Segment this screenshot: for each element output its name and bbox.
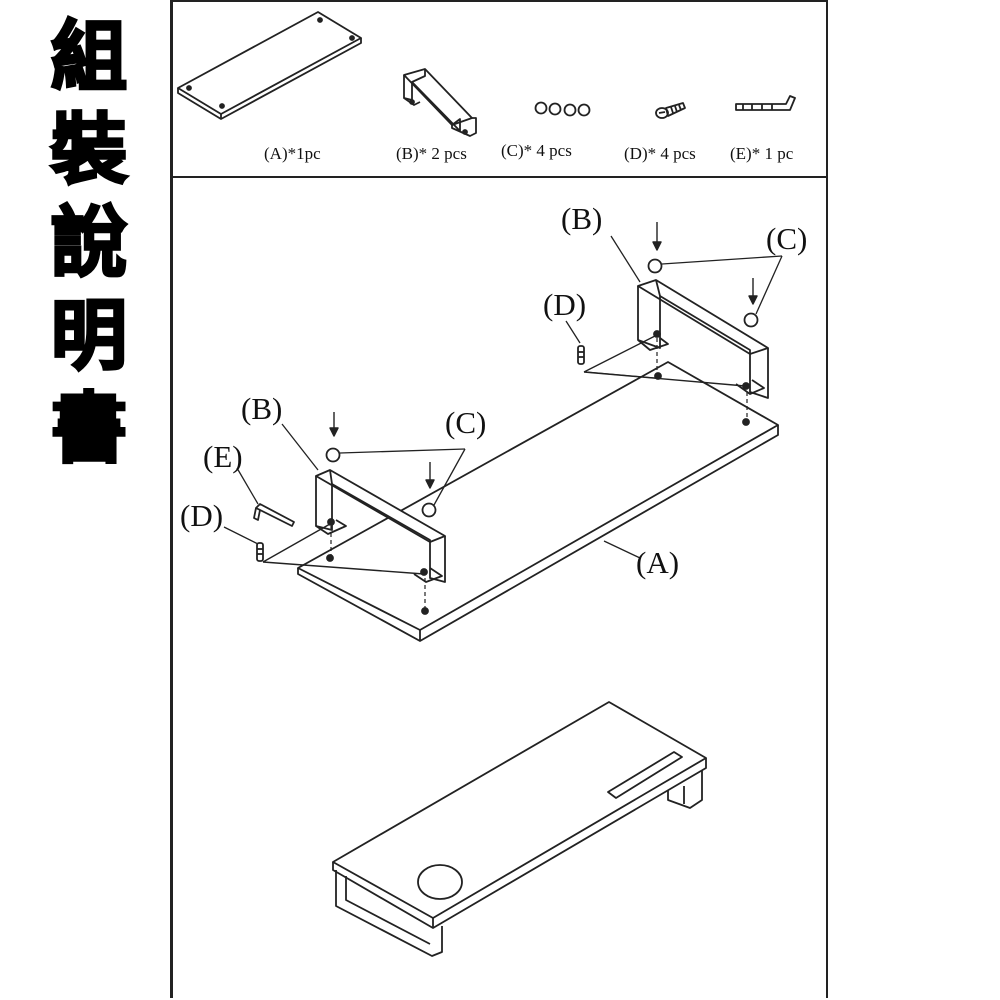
- right-bracket-b: [637, 279, 769, 399]
- hex-key-e-icon: [253, 503, 295, 527]
- part-c-label: (C)* 4 pcs: [501, 141, 572, 160]
- part-c-washers-icon: [534, 101, 591, 117]
- callout-a-board: (A): [636, 545, 680, 580]
- part-b-label: (B)* 2 pcs: [396, 144, 467, 163]
- callout-e-left: (E): [203, 439, 243, 474]
- callout-b-left: (B): [241, 391, 283, 426]
- left-washers-c: [325, 447, 437, 518]
- part-a-label: (A)*1pc: [264, 144, 321, 163]
- finished-stand: [332, 701, 707, 957]
- callout-d-right: (D): [543, 287, 587, 322]
- board-a-shape: [297, 361, 779, 642]
- instruction-sheet: [170, 0, 828, 998]
- callout-c-left: (C): [445, 405, 487, 440]
- manual-title: 組 裝 說 明 書: [44, 10, 134, 475]
- part-b-bracket-icon: [403, 68, 477, 137]
- right-alignment-lines: [656, 338, 748, 420]
- title-char-1: 組: [50, 11, 129, 103]
- part-e-hex-key-icon: [735, 95, 796, 111]
- callout-b-right: (B): [561, 201, 603, 236]
- left-screw-d-icon: [256, 542, 264, 562]
- callout-c-right: (C): [766, 221, 808, 256]
- part-a-board-icon: [177, 11, 362, 120]
- title-char-4: 明: [50, 290, 129, 382]
- left-alignment-lines: [330, 526, 426, 610]
- parts-list-panel: [170, 0, 828, 178]
- callout-d-left: (D): [180, 498, 224, 533]
- part-d-label: (D)* 4 pcs: [624, 144, 696, 163]
- left-bracket-b: [315, 469, 446, 583]
- leader-lines: [223, 235, 783, 559]
- part-e-label: (E)* 1 pc: [730, 144, 794, 163]
- title-char-2: 裝: [50, 104, 129, 196]
- title-char-5: 書: [50, 383, 129, 475]
- part-d-screw-icon: [655, 102, 686, 119]
- insertion-arrows: [329, 222, 758, 489]
- right-screw-d-icon: [577, 345, 585, 365]
- right-washers-c: [647, 258, 759, 328]
- title-char-3: 說: [50, 197, 129, 289]
